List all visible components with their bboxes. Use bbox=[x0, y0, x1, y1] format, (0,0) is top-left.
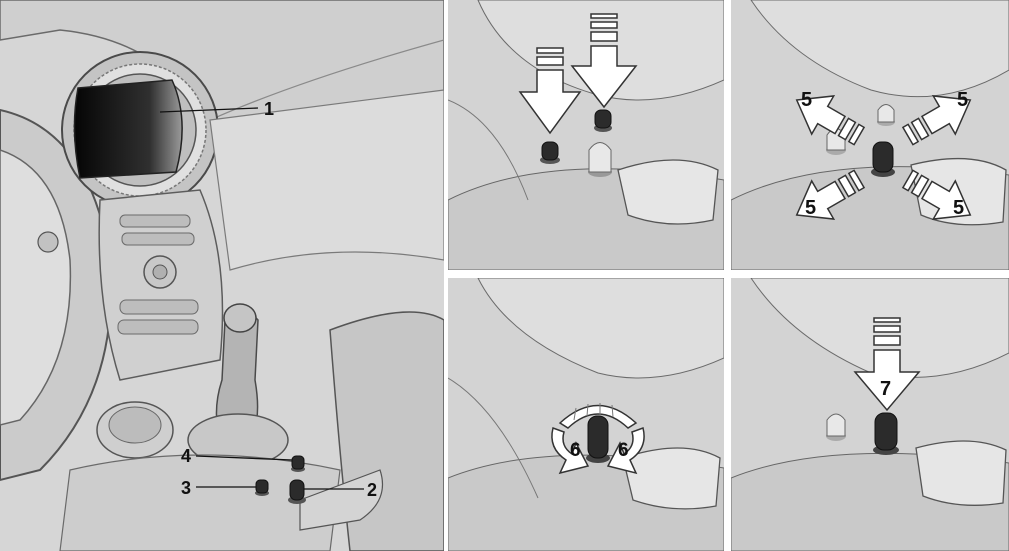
step-panel-outward-arrows: 5 5 5 5 bbox=[731, 0, 1009, 270]
press-drawing: 7 bbox=[731, 278, 1009, 551]
knob-light bbox=[588, 143, 612, 178]
callout-3: 3 bbox=[181, 478, 191, 498]
knob-dark-2 bbox=[594, 110, 612, 132]
callout-1: 1 bbox=[264, 99, 274, 119]
callout-2: 2 bbox=[367, 480, 377, 500]
cockpit-drawing: 1 4 3 2 bbox=[0, 0, 444, 551]
arrow-label-6-right: 6 bbox=[618, 440, 629, 461]
knob-pressed bbox=[873, 413, 899, 455]
step-panel-push-down bbox=[448, 0, 724, 270]
step-panel-press: 7 bbox=[731, 278, 1009, 551]
knob-2 bbox=[288, 480, 306, 504]
center-knob bbox=[871, 142, 895, 177]
knob-dark-1 bbox=[540, 142, 560, 164]
knob-4 bbox=[291, 456, 305, 472]
arrow-label-6-left: 6 bbox=[570, 440, 581, 461]
outward-arrows-drawing: 5 5 5 5 bbox=[731, 0, 1009, 270]
arrow-label-5-upper-left: 5 bbox=[801, 89, 812, 111]
rotate-drawing: 6 6 bbox=[448, 278, 724, 551]
arrow-label-5-lower-right: 5 bbox=[953, 197, 964, 219]
main-cockpit-panel: 1 4 3 2 bbox=[0, 0, 444, 551]
knob-3 bbox=[255, 480, 269, 496]
push-down-drawing bbox=[448, 0, 724, 270]
callout-4: 4 bbox=[181, 446, 191, 466]
knob-rotated bbox=[586, 416, 610, 463]
arrow-label-7: 7 bbox=[880, 378, 891, 400]
arrow-label-5-lower-left: 5 bbox=[805, 197, 816, 219]
step-panel-rotate: 6 6 bbox=[448, 278, 724, 551]
arrow-label-5-upper-right: 5 bbox=[957, 89, 968, 111]
